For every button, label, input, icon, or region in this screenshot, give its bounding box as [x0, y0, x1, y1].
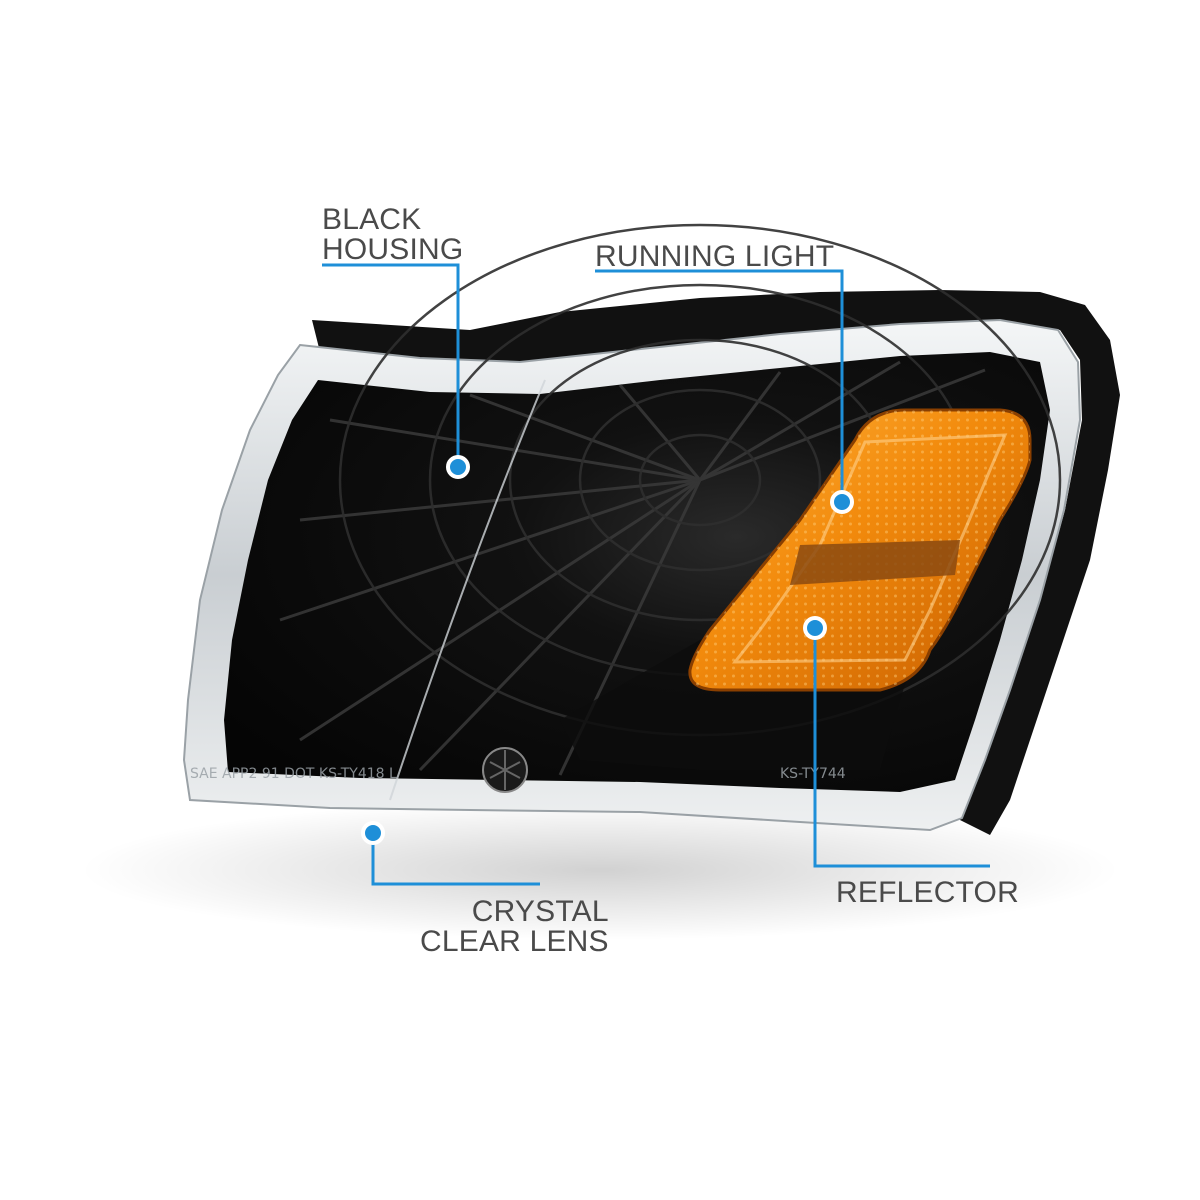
callout-line-housing	[322, 263, 460, 465]
callout-dot-lens	[361, 821, 385, 845]
lens-seam	[389, 379, 546, 801]
callout-label-black-housing: BLACK HOUSING	[322, 205, 463, 265]
callout-label-black-housing-line2: HOUSING	[322, 233, 464, 266]
callout-label-reflector-text: REFLECTOR	[836, 876, 1019, 909]
callout-label-reflector: REFLECTOR	[836, 878, 1019, 908]
callout-line-lens	[371, 833, 540, 886]
callout-label-crystal-clear-lens: CRYSTAL CLEAR LENS	[420, 897, 609, 957]
floor-shadow	[80, 800, 1120, 940]
callout-label-black-housing-line1: BLACK	[322, 203, 422, 236]
amber-reflector-bar	[790, 540, 960, 585]
bulb-socket	[482, 747, 528, 793]
callout-dot-reflector	[803, 616, 827, 640]
callout-label-lens-line2: CLEAR LENS	[420, 925, 609, 958]
callout-dots	[361, 455, 854, 845]
lens-marking-left: SAE APP2 91 DOT KS-TY418 L	[190, 766, 397, 782]
callout-dot-running	[830, 490, 854, 514]
callout-label-running-light-text: RUNNING LIGHT	[595, 240, 835, 273]
callout-label-running-light: RUNNING LIGHT	[595, 242, 834, 272]
callout-line-reflector	[813, 628, 990, 868]
callout-label-lens-line1: CRYSTAL	[471, 895, 609, 928]
lamp-gasket	[312, 290, 1120, 835]
callout-dot-housing	[446, 455, 470, 479]
amber-side-marker	[688, 408, 1032, 692]
callout-lines	[322, 263, 990, 886]
callout-line-running	[595, 269, 844, 500]
lens-marking-right: KS-TY744	[780, 766, 846, 782]
